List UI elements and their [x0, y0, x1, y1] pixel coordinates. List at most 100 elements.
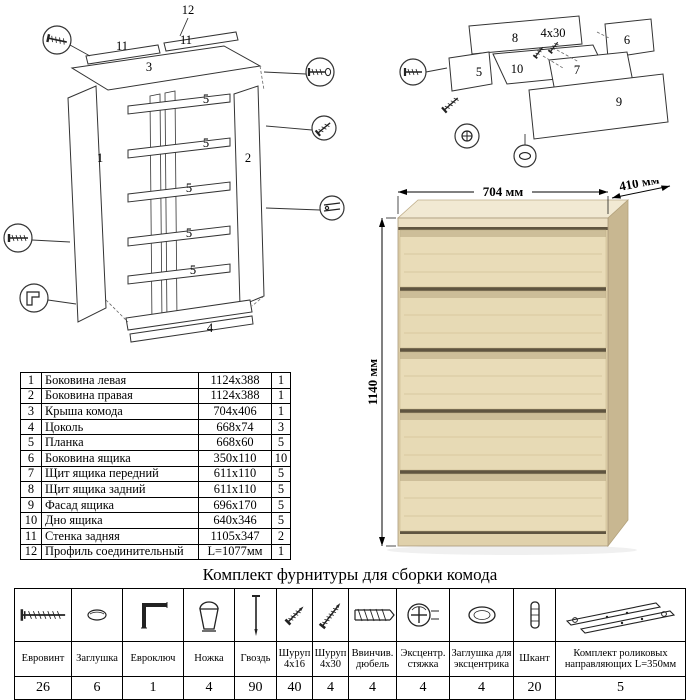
fastener-callouts: [3, 25, 345, 313]
part-qty: 5: [271, 512, 291, 529]
hardware-names-row: Евровинт Заглушка Евроключ Ножка Гвоздь …: [14, 641, 686, 677]
part-size: 1124x388: [198, 387, 272, 405]
part-label-12: 12: [182, 3, 195, 17]
rail-shape: [127, 137, 231, 159]
threaded-dowel-icon: [354, 608, 395, 622]
part-number: 5: [20, 434, 42, 451]
hardware-item-name: Комплект роликовых направляющих L=350мм: [555, 641, 686, 677]
part-size: L=1077мм: [198, 543, 272, 561]
part-name: Боковина ящика: [41, 449, 199, 467]
screw-callout: [265, 115, 337, 141]
part-number: 10: [20, 512, 42, 529]
table-row: 11 Стенка задняя 1105x347 2: [20, 527, 291, 545]
table-row: 9 Фасад ящика 696x170 5: [20, 496, 291, 514]
part-size: 611x110: [198, 465, 272, 483]
right-side-shape: [233, 85, 265, 307]
hardware-item-qty: 1: [122, 676, 184, 700]
part-number: 4: [20, 418, 42, 436]
part-size: 1105x347: [198, 527, 272, 545]
part-number: 12: [20, 543, 42, 561]
part-name: Цоколь: [41, 418, 199, 436]
hardware-item-name: Ввинчив. дюбель: [348, 641, 397, 677]
depth-dimension: 410 мм: [611, 180, 671, 199]
hardware-item-name: Эксцентр. стяжка: [396, 641, 450, 677]
part-number: 3: [20, 403, 42, 420]
part-qty: 1: [271, 403, 291, 420]
part-label-11: 11: [116, 39, 128, 53]
hardware-item-qty: 90: [234, 676, 277, 700]
part-label-3: 3: [146, 60, 152, 74]
part-name: Планка: [41, 434, 199, 451]
part-qty: 2: [271, 527, 291, 545]
part-qty: 1: [271, 387, 291, 405]
part-label-2: 2: [245, 151, 251, 165]
hardware-item-qty: 4: [396, 676, 450, 700]
drawer-side-right-shape: [604, 18, 655, 59]
part-name: Профиль соединительный: [41, 543, 199, 561]
table-row: 1 Боковина левая 1124x388 1: [20, 372, 291, 389]
hardware-item-name: Заглушка для эксцентрика: [449, 641, 514, 677]
width-label: 704 мм: [483, 184, 524, 199]
part-qty: 5: [271, 496, 291, 514]
part-size: 350x110: [198, 449, 272, 467]
table-row: 7 Щит ящика передний 611x110 5: [20, 465, 291, 483]
part-label-9: 9: [616, 95, 622, 109]
part-name: Фасад ящика: [41, 496, 199, 514]
hardware-item-qty: 4: [312, 676, 349, 700]
dresser-right-face: [607, 199, 629, 548]
part-number: 9: [20, 496, 42, 514]
table-row: 6 Боковина ящика 350x110 10: [20, 449, 291, 467]
rail-shape: [127, 181, 231, 203]
plinth-shape: [125, 299, 253, 331]
euro-screw-icon: [20, 609, 66, 621]
part-number: 11: [20, 527, 42, 545]
dresser-render: 704 мм 410 мм 1140 мм: [365, 180, 671, 555]
hardware-item-name: Евроключ: [122, 641, 184, 677]
part-qty: 1: [271, 372, 291, 389]
hardware-item-name: Ножка: [183, 641, 235, 677]
drawer-side-left-shape: [448, 51, 493, 92]
part-size: 1124x388: [198, 372, 272, 389]
drawer-exploded-diagram: 8 4х30 6 5 10 7 9: [399, 15, 669, 168]
euro-screw-callout: [42, 25, 91, 57]
table-row: 3 Крыша комода 704x406 1: [20, 403, 291, 420]
back-wall-left-shape: [85, 44, 161, 65]
hardware-item-name: Шуруп 4х30: [312, 641, 349, 677]
screw-top-callout: [454, 123, 480, 149]
screw-cap-callout: [263, 57, 335, 87]
part-label-7: 7: [574, 63, 580, 77]
euro-screw-callout-left: [3, 223, 71, 253]
part-qty: 5: [271, 465, 291, 483]
cam-lock-icon: [407, 603, 439, 627]
hardware-item-name: Шкант: [513, 641, 556, 677]
drawer-facade-shape: [528, 73, 669, 140]
part-name: Дно ящика: [41, 512, 199, 529]
hardware-item-qty: 5: [555, 676, 686, 700]
part-label-6: 6: [624, 33, 630, 47]
part-qty: 10: [271, 449, 291, 467]
hardware-item-name: Гвоздь: [234, 641, 277, 677]
height-dimension: 1140 мм: [365, 217, 396, 547]
part-size: 668x60: [198, 434, 272, 451]
drawer-slides-icon: [565, 602, 675, 634]
table-row: 8 Щит ящика задний 611x110 5: [20, 481, 291, 498]
hardware-item-qty: 40: [276, 676, 313, 700]
screw-small-icon: [284, 606, 303, 626]
top-panel-shape: [70, 45, 262, 91]
hardware-item-qty: 20: [513, 676, 556, 700]
hex-key-icon: [141, 602, 168, 629]
part-label-8: 8: [512, 31, 518, 45]
part-number: 1: [20, 372, 42, 389]
part-name: Боковина правая: [41, 387, 199, 405]
bracket-callout: [19, 283, 77, 313]
part-label-5c: 5: [186, 181, 192, 195]
hardware-item-name: Заглушка: [71, 641, 123, 677]
cap-callout: [513, 134, 537, 168]
hardware-item-qty: 26: [14, 676, 72, 700]
cam-cap-icon: [467, 606, 496, 624]
hardware-item-qty: 4: [449, 676, 514, 700]
hardware-kit-title: Комплект фурнитуры для сборки комода: [202, 565, 498, 584]
part-number: 6: [20, 449, 42, 467]
part-name: Крыша комода: [41, 403, 199, 420]
part-size: 611x110: [198, 481, 272, 498]
